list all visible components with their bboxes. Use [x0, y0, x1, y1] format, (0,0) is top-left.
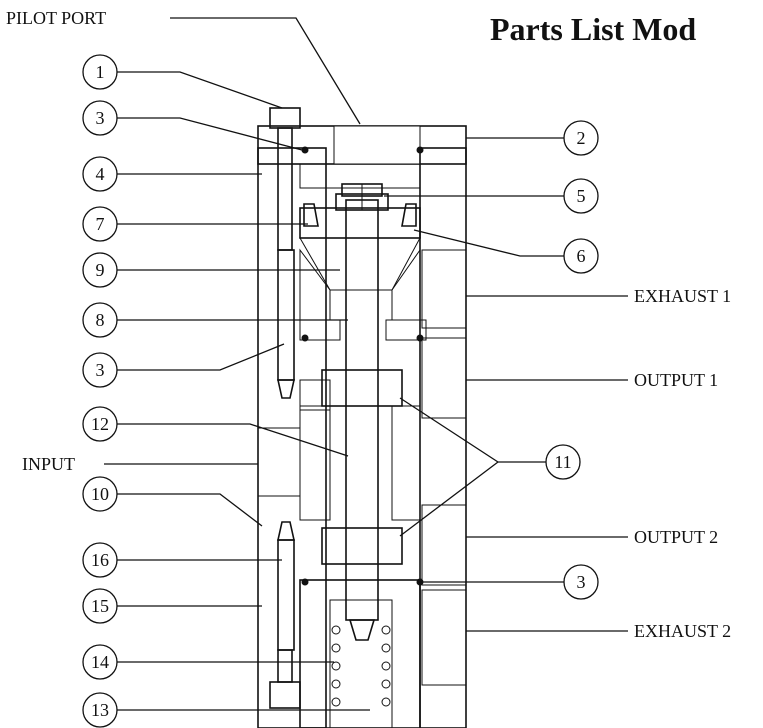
svg-text:1: 1	[96, 62, 105, 82]
pilot-port-leader	[170, 17, 361, 125]
callout-2: 2	[466, 120, 599, 156]
callout-3-top: 3	[82, 100, 303, 151]
output-1-label: OUTPUT 1	[634, 370, 718, 390]
spool-lands	[321, 369, 403, 565]
svg-text:3: 3	[577, 572, 586, 592]
output-2-label: OUTPUT 2	[634, 527, 718, 547]
svg-text:9: 9	[96, 260, 105, 280]
callout-12: 12	[82, 406, 349, 457]
callout-7: 7	[82, 206, 308, 242]
callout-5: 5	[384, 178, 599, 214]
callout-3-bottom: 3	[420, 564, 599, 600]
svg-text:2: 2	[577, 128, 586, 148]
callout-10: 10	[82, 476, 263, 527]
pilot-port-label: PILOT PORT	[6, 8, 106, 28]
svg-text:14: 14	[91, 652, 109, 672]
central-stem	[335, 183, 389, 641]
callout-16: 16	[82, 542, 282, 578]
svg-text:7: 7	[96, 214, 105, 234]
return-spring	[331, 625, 391, 707]
svg-text:3: 3	[96, 360, 105, 380]
callout-11: 11	[399, 397, 581, 537]
svg-text:11: 11	[554, 452, 571, 472]
o-rings	[301, 146, 424, 586]
valve-body	[257, 125, 467, 728]
callout-8: 8	[82, 302, 348, 338]
callout-9: 9	[82, 252, 340, 288]
parts-list-title: Parts List Mod	[490, 11, 696, 47]
callout-4: 4	[82, 156, 262, 192]
svg-text:13: 13	[91, 700, 109, 720]
svg-text:3: 3	[96, 108, 105, 128]
svg-text:5: 5	[577, 186, 586, 206]
lower-bolt	[269, 521, 301, 709]
svg-text:15: 15	[91, 596, 109, 616]
exhaust-1-label: EXHAUST 1	[634, 286, 731, 306]
svg-text:4: 4	[96, 164, 105, 184]
upper-bolt	[269, 107, 301, 399]
svg-text:12: 12	[91, 414, 109, 434]
callout-6: 6	[413, 229, 599, 274]
exhaust-2-label: EXHAUST 2	[634, 621, 731, 641]
input-label: INPUT	[22, 454, 75, 474]
svg-text:16: 16	[91, 550, 109, 570]
svg-text:8: 8	[96, 310, 105, 330]
svg-text:10: 10	[91, 484, 109, 504]
callout-1: 1	[82, 54, 283, 109]
callout-15: 15	[82, 588, 262, 624]
callout-3-mid: 3	[82, 343, 285, 388]
svg-text:6: 6	[577, 246, 586, 266]
callout-14: 14	[82, 644, 334, 680]
callout-13: 13	[82, 692, 370, 728]
